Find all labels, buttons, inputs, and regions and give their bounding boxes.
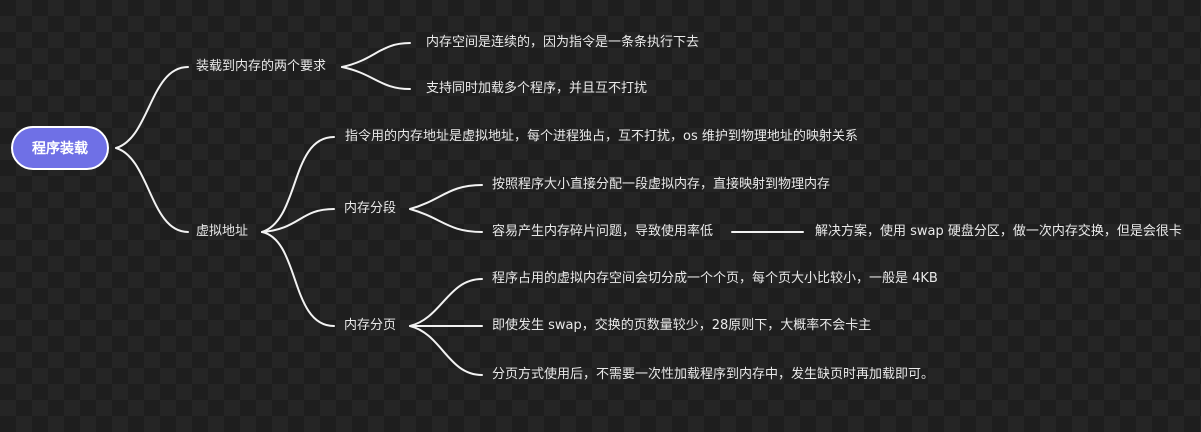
node-segmentation[interactable]: 内存分段 xyxy=(344,201,397,216)
node-virtual-address[interactable]: 虚拟地址 xyxy=(196,224,249,239)
node-contiguous-memory[interactable]: 内存空间是连续的，因为指令是一条条执行下去 xyxy=(426,35,700,50)
edge-paging-3 xyxy=(409,325,483,376)
node-segmentation-direct-map[interactable]: 按照程序大小直接分配一段虚拟内存，直接映射到物理内存 xyxy=(492,177,831,192)
edge-paging-1 xyxy=(409,278,483,327)
node-paging-swap[interactable]: 即使发生 swap，交换的页数量较少，28原则下，大概率不会卡主 xyxy=(492,318,872,333)
node-multiple-programs[interactable]: 支持同时加载多个程序，并且互不打扰 xyxy=(426,81,648,96)
edge-segment-2 xyxy=(409,208,483,233)
edge-segment-1 xyxy=(409,184,483,210)
edge-virtual-segment xyxy=(261,208,335,233)
edge-root-virtual-address xyxy=(115,147,189,233)
node-virtual-address-explain[interactable]: 指令用的内存地址是虚拟地址，每个进程独占，互不打扰，os 维护到物理地址的映射关… xyxy=(345,129,858,144)
edge-virtual-paging xyxy=(261,231,335,327)
node-swap-solution[interactable]: 解决方案，使用 swap 硬盘分区，做一次内存交换，但是会很卡 xyxy=(815,224,1182,239)
node-paging-page-size[interactable]: 程序占用的虚拟内存空间会切分成一个个页，每个页大小比较小，一般是 4KB xyxy=(492,271,938,286)
edge-root-requirements xyxy=(115,66,189,149)
edge-requirements-1 xyxy=(341,42,411,68)
root-node[interactable]: 程序装载 xyxy=(11,126,109,170)
node-paging[interactable]: 内存分页 xyxy=(344,318,397,333)
node-load-requirements[interactable]: 装载到内存的两个要求 xyxy=(196,59,327,74)
node-segmentation-fragmentation[interactable]: 容易产生内存碎片问题，导致使用率低 xyxy=(492,224,714,239)
node-paging-lazy-load[interactable]: 分页方式使用后，不需要一次性加载程序到内存中，发生缺页时再加载即可。 xyxy=(492,367,935,382)
edge-virtual-1 xyxy=(261,136,335,233)
edge-requirements-2 xyxy=(341,66,411,90)
